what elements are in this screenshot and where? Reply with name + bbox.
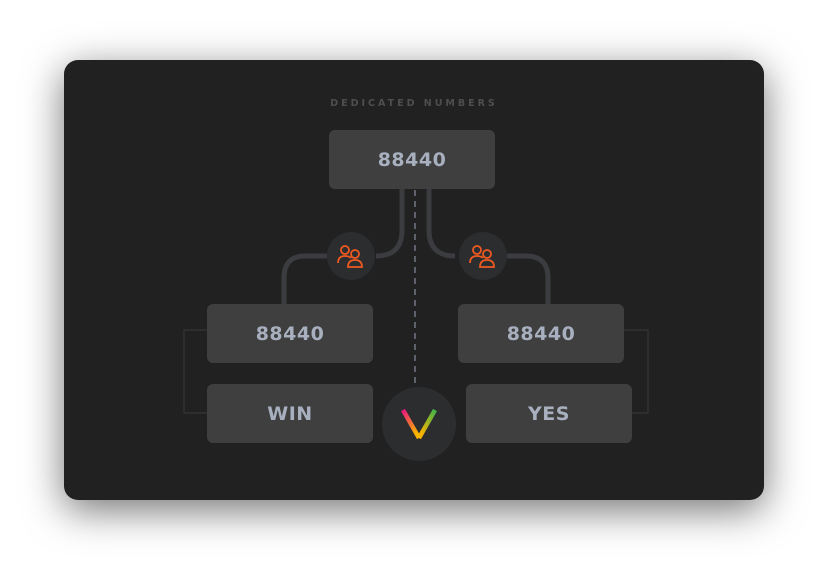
top-number-box: 88440: [329, 130, 495, 189]
left-users-badge: [327, 232, 375, 280]
left-connector: [281, 189, 405, 304]
right-users-badge: [459, 232, 507, 280]
right-number-box: 88440: [458, 304, 624, 363]
left-keyword-box: WIN: [207, 384, 373, 443]
users-icon: [337, 245, 363, 268]
right-connector: [426, 189, 551, 304]
left-bracket: [183, 329, 207, 414]
logo-badge: [382, 387, 456, 461]
users-icon: [469, 245, 495, 268]
right-keyword-box: YES: [466, 384, 632, 443]
left-number-box: 88440: [207, 304, 373, 363]
v-logo-icon: [401, 408, 437, 440]
right-bracket: [624, 329, 649, 414]
diagram-title: DEDICATED NUMBERS: [330, 98, 498, 109]
